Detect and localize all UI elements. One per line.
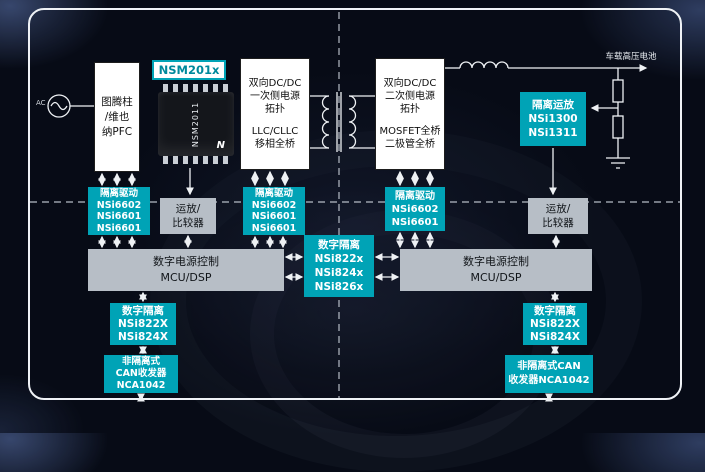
label-line: 比较器 (172, 217, 204, 229)
label-line: NSi6602 (251, 199, 297, 211)
label-line: NSi824X (530, 330, 580, 343)
opamp-comparator-right-block: 运放/ 比较器 (528, 198, 588, 234)
chip-pins-top-icon (163, 84, 229, 92)
iso-driver-pfc-block: 隔离驱动 NSi6602 NSi6601 NSi6601 (88, 187, 150, 235)
opamp-comparator-left-block: 运放/ 比较器 (160, 198, 216, 234)
label-line: 数字电源控制 (463, 255, 529, 268)
can-transceiver-right-block: 非隔离式CAN 收发器NCA1042 (505, 355, 593, 393)
isolated-amplifier-block: 隔离运放 NSi1300 NSi1311 (520, 92, 586, 146)
label-line: NSi822X (530, 317, 580, 330)
mcu-right-block: 数字电源控制 MCU/DSP (400, 249, 592, 291)
mcu-left-block: 数字电源控制 MCU/DSP (88, 249, 284, 291)
label-line: NSi6601 (96, 211, 142, 222)
label-line: 一次侧电源 (250, 91, 300, 102)
label-line: NSi6602 (391, 203, 439, 215)
label-line: 收发器NCA1042 (508, 375, 590, 386)
diagram-connectors (30, 12, 680, 402)
chip-pins-bottom-icon (163, 156, 229, 164)
label-line: 非隔离式CAN (517, 361, 581, 372)
label-line: NSi1300 (528, 113, 578, 125)
label-line: MOSFET全桥 (379, 126, 441, 137)
digital-isolator-right-block: 数字隔离 NSi822X NSi824X (523, 303, 587, 345)
novosense-logo-icon: N (216, 140, 225, 151)
ac-source-icon (47, 94, 94, 118)
label-line: 二次侧电源 (385, 91, 435, 102)
label-line: 比较器 (542, 217, 574, 229)
label-line: 隔离驱动 (395, 190, 435, 202)
label-line: 移相全桥 (255, 139, 295, 150)
label-line: 隔离驱动 (254, 188, 293, 199)
label-line: 隔离驱动 (99, 188, 138, 199)
ground-icon (606, 157, 630, 169)
label-line: NSi824X (118, 330, 168, 343)
can-transceiver-left-block: 非隔离式 CAN收发器 NCA1042 (104, 355, 178, 393)
label-line: 拓扑 (265, 104, 285, 115)
label-line: NSi6601 (251, 211, 297, 222)
label-line: MCU/DSP (470, 271, 522, 284)
label-line: NSi6601 (391, 216, 439, 228)
label-line: NSi824x (314, 267, 364, 279)
chip-body: NSM2011 N (158, 92, 234, 156)
nsm201x-badge: NSM201x (152, 60, 226, 80)
iso-driver-primary-block: 隔离驱动 NSi6602 NSi6601 NSi6601 (243, 187, 305, 235)
label-line: /维也 (104, 110, 130, 123)
battery-label: 车载高压电池 (605, 52, 657, 62)
dcdc-primary-block: 双向DC/DC 一次侧电源 拓扑 LLC/CLLC 移相全桥 (240, 58, 310, 170)
label-line: LLC/CLLC (251, 126, 299, 137)
ac-label: AC (36, 99, 46, 107)
label-line: 双向DC/DC (383, 78, 437, 89)
label-line: NSi1311 (528, 127, 578, 139)
label-line: NSi6601 (96, 222, 142, 234)
label-line: 二极管全桥 (385, 139, 435, 150)
label-line: 数字电源控制 (153, 255, 219, 268)
label-line: 图腾柱 (101, 95, 133, 108)
pfc-block: 图腾柱 /维也 纳PFC (94, 62, 140, 172)
label-line: 非隔离式 (121, 356, 160, 367)
digital-isolator-center-block: 数字隔离 NSi822x NSi824x NSi826x (304, 235, 374, 297)
label-line: NSi826x (314, 281, 364, 293)
label-line: 双向DC/DC (248, 78, 302, 89)
label-line: MCU/DSP (160, 271, 212, 284)
dcdc-secondary-block: 双向DC/DC 二次侧电源 拓扑 MOSFET全桥 二极管全桥 (375, 58, 445, 170)
label-line: 运放/ (175, 203, 201, 215)
label-line: 数字隔离 (122, 304, 164, 317)
label-line: NSi6601 (251, 222, 297, 234)
label-line: CAN收发器 (115, 368, 167, 379)
chip-part-label: NSM2011 (191, 101, 201, 147)
label-line: 拓扑 (400, 104, 420, 115)
digital-isolator-left-block: 数字隔离 NSi822X NSi824X (110, 303, 176, 345)
label-line: 数字隔离 (318, 239, 360, 251)
voltage-divider-icon (590, 68, 630, 169)
label-line: NSi822x (314, 253, 364, 265)
label-line: 运放/ (545, 203, 571, 215)
signal-arrows (98, 148, 560, 402)
label-line: NCA1042 (116, 380, 166, 391)
label-line: NSi822X (118, 317, 168, 330)
transformer-icon (310, 92, 375, 152)
hv-battery-line (445, 61, 648, 72)
label-line: 隔离运放 (532, 99, 574, 111)
label-line: NSi6602 (96, 199, 142, 211)
iso-driver-secondary-block: 隔离驱动 NSi6602 NSi6601 (385, 187, 445, 231)
nsm2011-chip: NSM2011 N (156, 84, 236, 164)
label-line: 数字隔离 (534, 304, 576, 317)
inductor-icon (459, 61, 509, 69)
label-line: 纳PFC (101, 125, 133, 138)
